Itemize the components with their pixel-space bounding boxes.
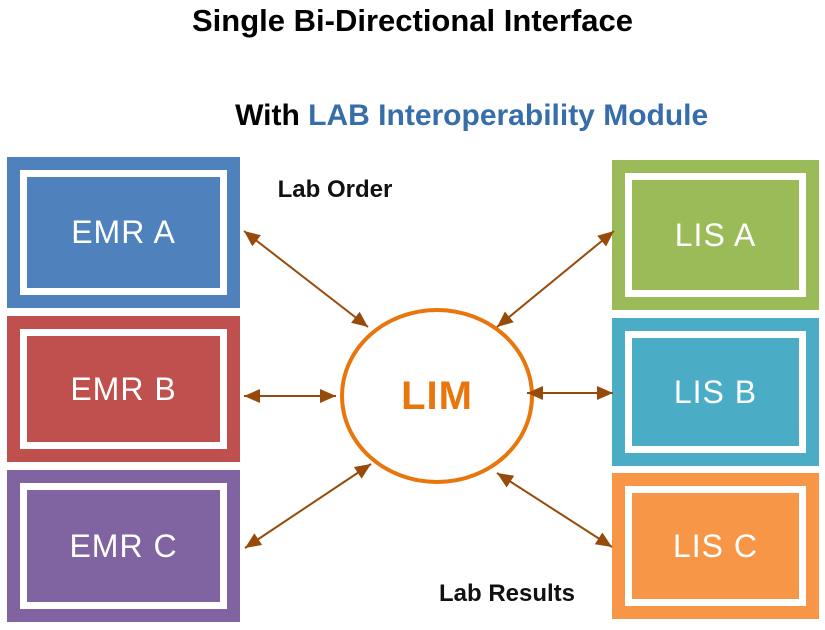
connector-lis-c-lim <box>496 472 613 548</box>
node-emr-b: EMR B <box>7 316 240 462</box>
diagram-title: Single Bi-Directional Interface <box>192 3 633 38</box>
node-lis-c: LIS C <box>612 473 819 619</box>
node-emr-c-label: EMR C <box>69 527 178 564</box>
diagram-subtitle: With LAB Interoperability Module <box>85 56 825 176</box>
node-lis-b-label: LIS B <box>673 373 758 410</box>
node-emr-a: EMR A <box>7 157 240 308</box>
node-frame <box>20 483 227 609</box>
hub-circle: LIM <box>340 308 534 484</box>
hub-label: LIM <box>401 373 473 418</box>
node-frame <box>625 173 806 297</box>
connector-lis-a-lim <box>496 230 615 328</box>
subtitle-highlight: LAB Interoperability Module <box>308 99 709 132</box>
node-emr-b-label: EMR B <box>70 370 177 407</box>
node-frame <box>20 170 227 295</box>
connector-emr-a-lim <box>243 230 369 328</box>
subtitle-prefix: With <box>235 99 309 132</box>
label-lab-results: Lab Results <box>438 580 576 607</box>
node-frame <box>625 486 806 606</box>
node-lis-a: LIS A <box>612 160 819 310</box>
node-emr-c: EMR C <box>7 470 240 622</box>
connector-emr-c-lim <box>244 463 372 549</box>
node-lis-b: LIS B <box>612 318 819 466</box>
node-emr-a-label: EMR A <box>71 214 176 250</box>
node-lis-c-label: LIS C <box>672 527 759 564</box>
label-lab-order: Lab Order <box>277 176 393 203</box>
node-frame <box>20 329 227 449</box>
node-lis-a-label: LIS A <box>674 216 757 253</box>
node-frame <box>625 331 806 453</box>
